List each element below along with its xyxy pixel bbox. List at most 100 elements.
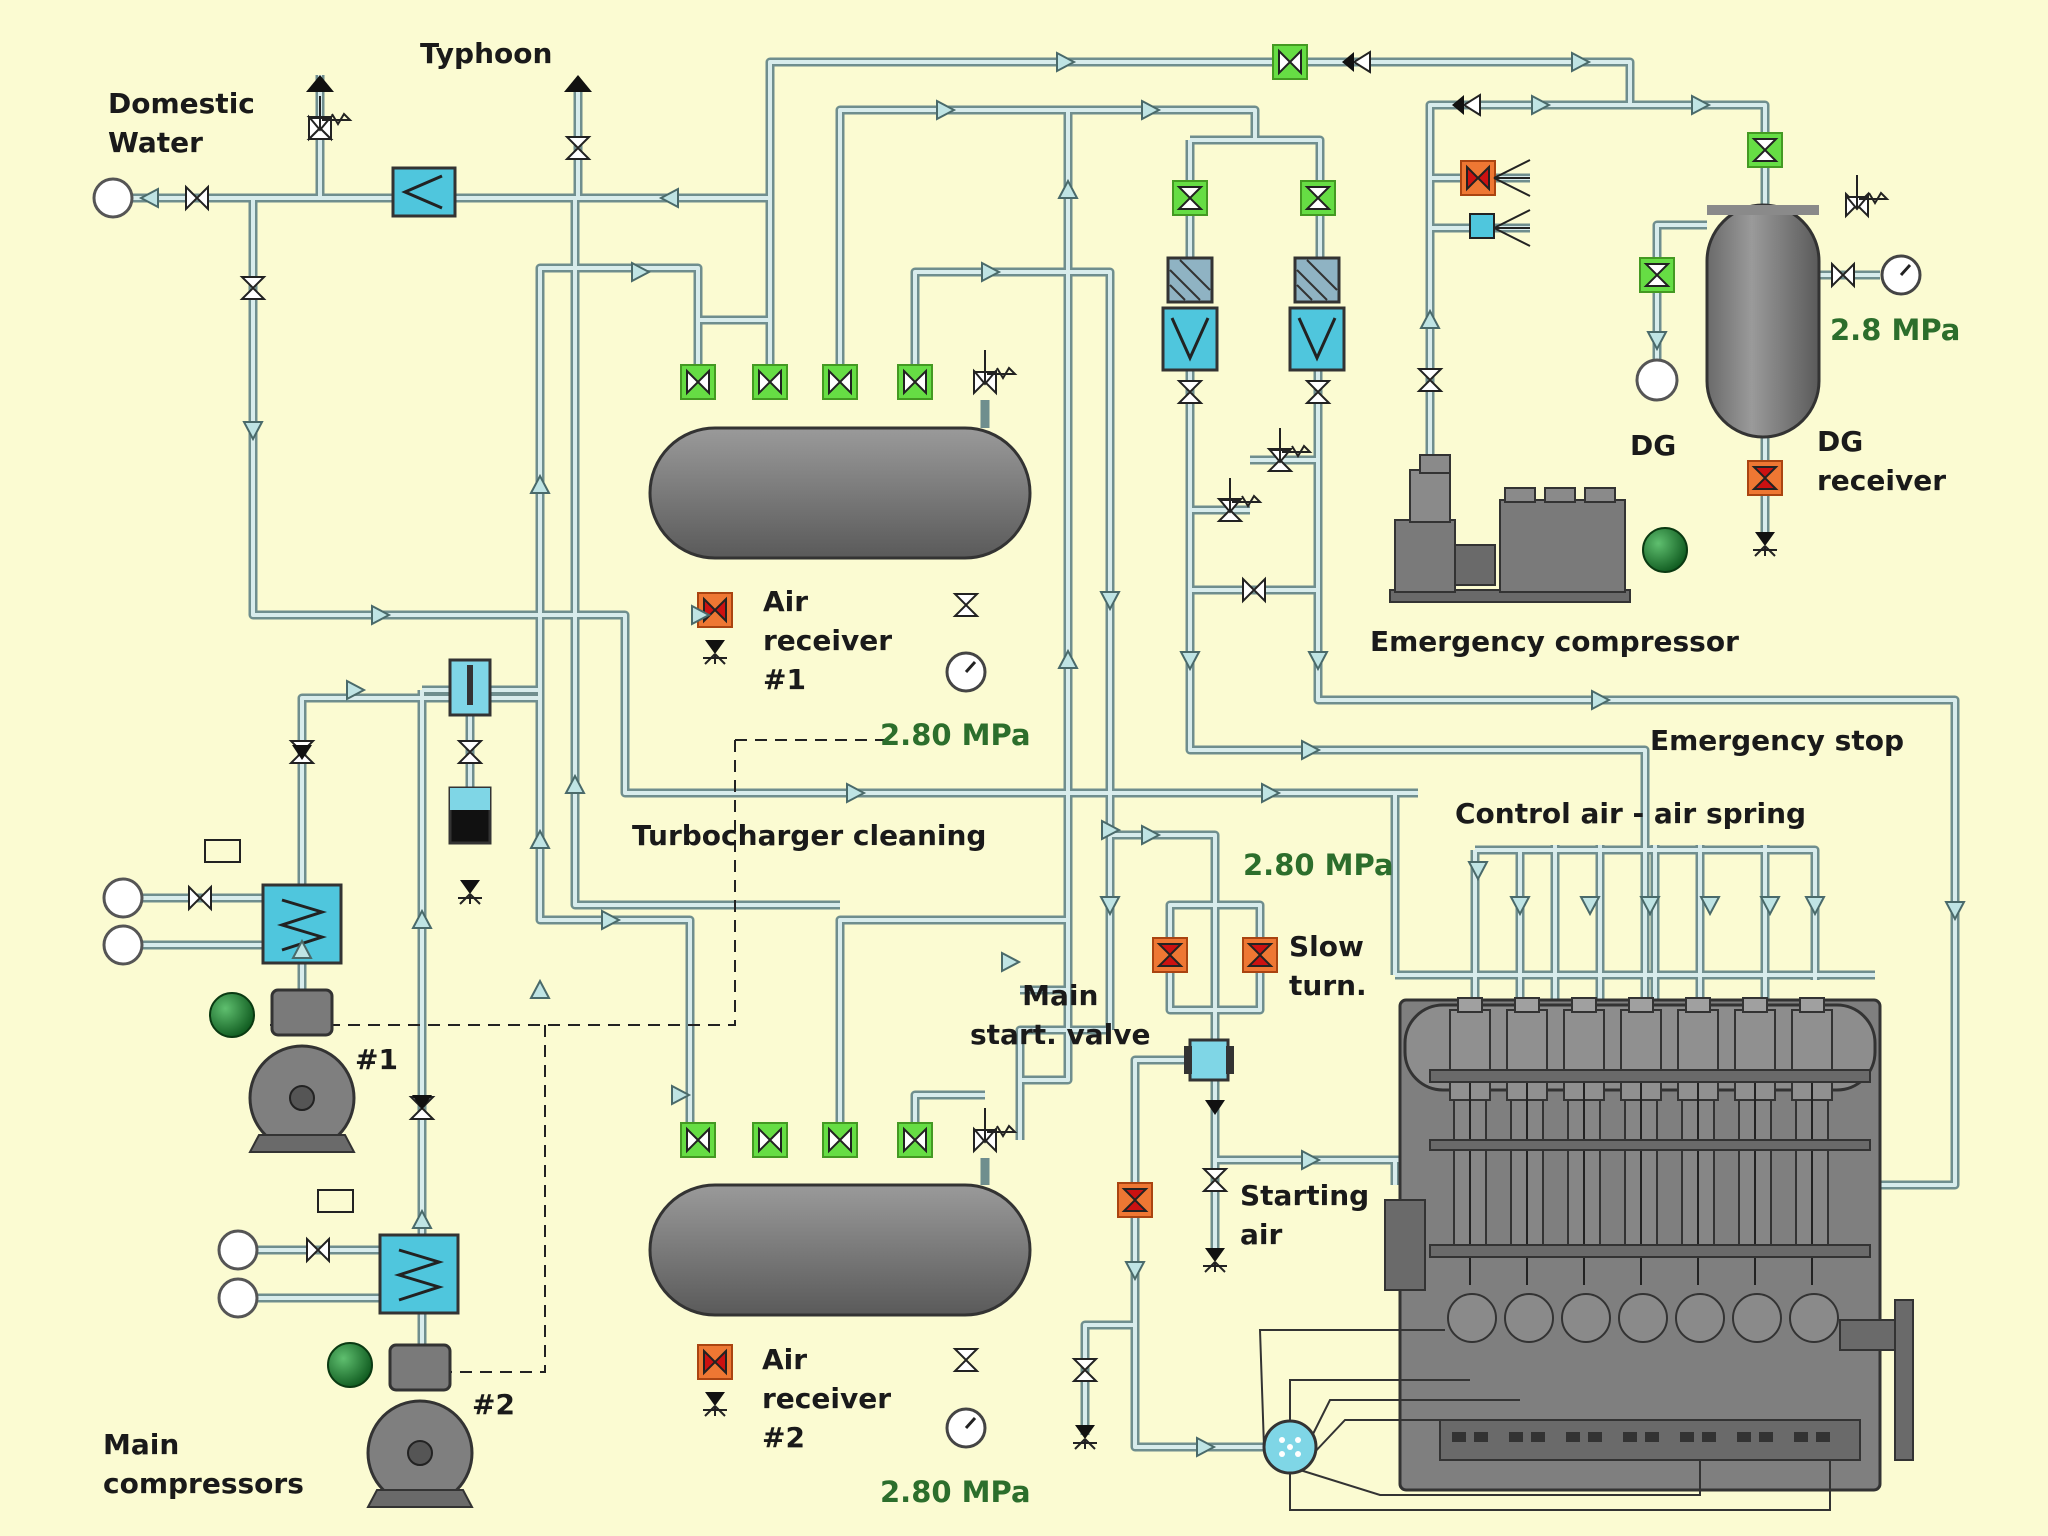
check-valve-icon — [1342, 50, 1371, 74]
filter-right[interactable] — [1288, 256, 1346, 372]
flow-arrow-icon — [671, 1084, 692, 1106]
flow-arrow-icon — [371, 604, 392, 626]
flow-arrow-icon — [346, 679, 367, 701]
drain-separator[interactable] — [448, 658, 492, 845]
gate-valve-icon[interactable] — [1242, 937, 1278, 973]
flow-arrow-icon — [1179, 651, 1201, 672]
flow-arrow-icon — [1531, 94, 1552, 116]
starting-air-distributor[interactable] — [1262, 1419, 1318, 1475]
gate-valve-icon[interactable] — [564, 136, 592, 160]
label-slow-turn: Slow turn. — [1289, 930, 1367, 1002]
flow-arrow-icon — [1141, 99, 1162, 121]
gate-valve-icon[interactable] — [897, 1122, 933, 1158]
label-air-receiver-2: Air receiver #2 — [762, 1343, 892, 1454]
flow-arrow-icon — [564, 773, 586, 794]
flow-arrow-icon — [1141, 824, 1162, 846]
air-receiver-1[interactable] — [648, 426, 1032, 560]
label-main-compressors: Main compressors — [103, 1428, 304, 1500]
label-typhoon: Typhoon — [420, 37, 553, 70]
flow-arrow-icon — [631, 261, 652, 283]
flow-arrow-icon — [1001, 951, 1022, 973]
flow-arrow-icon — [1804, 896, 1826, 917]
main-start-valve[interactable] — [1184, 1038, 1234, 1082]
gate-valve-icon[interactable] — [952, 593, 980, 617]
label-emergency-stop: Emergency stop — [1650, 724, 1904, 757]
gate-valve-icon[interactable] — [752, 364, 788, 400]
flow-arrow-icon — [1057, 178, 1079, 199]
solenoid-icon — [1469, 213, 1495, 239]
gate-valve-icon[interactable] — [952, 1348, 980, 1372]
flow-arrow-icon — [411, 908, 433, 929]
gate-valve-icon[interactable] — [697, 592, 733, 628]
relief-valve-icon — [307, 96, 353, 132]
gate-valve-icon[interactable] — [1242, 576, 1266, 604]
flow-arrow-icon — [1579, 896, 1601, 917]
main-engine[interactable] — [1258, 997, 1914, 1511]
flow-arrow-icon — [529, 828, 551, 849]
flow-arrow-icon — [936, 99, 957, 121]
main-compressor-2[interactable] — [366, 1343, 474, 1508]
gate-valve-icon[interactable] — [1304, 380, 1332, 404]
relief-valve-icon — [1217, 478, 1263, 514]
gate-valve-icon[interactable] — [680, 364, 716, 400]
pressure-receiver-2: 2.80 MPa — [880, 1475, 1031, 1509]
label-compressor-1: #1 — [355, 1043, 398, 1076]
flow-arrow-icon — [1691, 94, 1712, 116]
relief-valve-icon — [972, 1108, 1018, 1144]
label-control-air: Control air - air spring — [1455, 797, 1807, 830]
pressure-receiver-1: 2.80 MPa — [880, 718, 1031, 752]
air-receiver-2[interactable] — [648, 1183, 1032, 1317]
flow-arrow-icon — [529, 473, 551, 494]
flow-arrow-icon — [1301, 1149, 1322, 1171]
cooler-2[interactable] — [378, 1233, 460, 1315]
pressure-gauge-icon — [945, 254, 1922, 1449]
flow-arrow-icon — [1944, 901, 1966, 922]
gate-valve-icon[interactable] — [188, 884, 212, 912]
flow-arrow-icon — [1301, 739, 1322, 761]
gate-valve-icon[interactable] — [1071, 1358, 1099, 1382]
pressure-start-air: 2.80 MPa — [1243, 848, 1394, 882]
emergency-compressor[interactable] — [1389, 454, 1631, 603]
gate-valve-icon[interactable] — [1831, 261, 1855, 289]
gate-valve-icon[interactable] — [185, 184, 209, 212]
flow-arrow-icon — [691, 604, 712, 626]
pipes — [132, 57, 1960, 1452]
flow-arrow-icon — [981, 261, 1002, 283]
label-dg-receiver: DG receiver — [1817, 425, 1947, 497]
gate-valve-icon[interactable] — [822, 364, 858, 400]
gate-valve-icon[interactable] — [1272, 44, 1308, 80]
gate-valve-icon[interactable] — [680, 1122, 716, 1158]
typhoon-filter[interactable] — [391, 166, 457, 218]
gate-valve-icon[interactable] — [306, 1236, 330, 1264]
gate-valve-icon[interactable] — [1152, 937, 1188, 973]
gate-valve-icon[interactable] — [1117, 1182, 1153, 1218]
gate-valve-icon[interactable] — [239, 276, 267, 300]
gate-valve-icon[interactable] — [822, 1122, 858, 1158]
gate-valve-icon[interactable] — [1172, 180, 1208, 216]
gate-valve-icon[interactable] — [1300, 180, 1336, 216]
flow-arrow-icon — [291, 938, 313, 959]
gate-valve-icon[interactable] — [1747, 132, 1783, 168]
gate-valve-icon[interactable] — [1416, 368, 1444, 392]
gate-valve-icon[interactable] — [1639, 257, 1675, 293]
flow-arrow-icon — [1307, 651, 1329, 672]
gate-valve-icon[interactable] — [1176, 380, 1204, 404]
indicator-lamps — [209, 527, 1688, 1388]
flow-arrow-icon — [658, 187, 679, 209]
gate-valve-icon[interactable] — [897, 364, 933, 400]
label-starting-air: Starting air — [1240, 1179, 1370, 1251]
label-main-start-valve: Main start. valve — [970, 979, 1151, 1051]
gate-valve-icon[interactable] — [1201, 1168, 1229, 1192]
flow-arrow-icon — [1056, 51, 1077, 73]
gate-valve-icon[interactable] — [1747, 460, 1783, 496]
gate-valve-icon[interactable] — [1460, 160, 1496, 196]
flow-arrow-icon — [601, 909, 622, 931]
drain-icon — [458, 880, 482, 905]
main-compressor-1[interactable] — [248, 988, 356, 1153]
gate-valve-icon[interactable] — [456, 740, 484, 764]
gate-valve-icon[interactable] — [697, 1344, 733, 1380]
flow-arrow-icon — [1057, 648, 1079, 669]
gate-valve-icon[interactable] — [752, 1122, 788, 1158]
filter-left[interactable] — [1161, 256, 1219, 372]
dg-receiver[interactable] — [1705, 203, 1821, 439]
